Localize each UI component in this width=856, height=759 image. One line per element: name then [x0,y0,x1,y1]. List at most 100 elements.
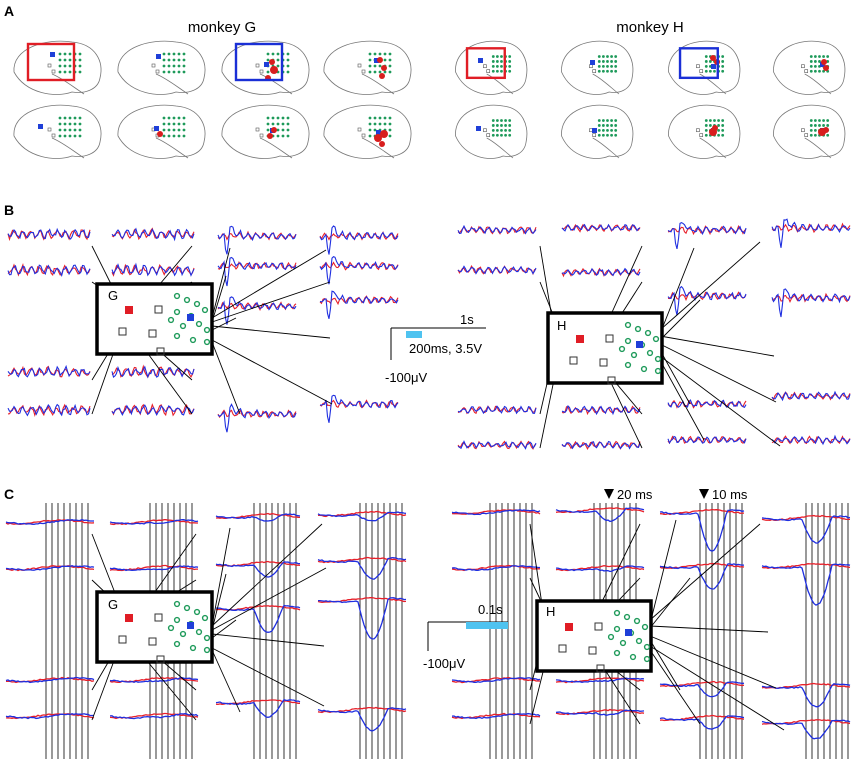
trace-blue [5,518,94,525]
electrode-dot [68,52,72,56]
electrode-dot [606,133,609,137]
response-dot-red [374,134,382,142]
electrode-dot [63,52,67,56]
electrode-dot [378,122,382,126]
scale-bar-b: 1s 200ms, 3.5V -100μV [385,312,486,385]
electrode-dot [281,128,285,132]
reference-square [594,622,603,631]
electrode-dot [177,52,181,56]
electrode-dot [601,64,605,68]
response-dot-red [269,59,275,65]
electrode-dot [508,60,512,63]
panel-c-traces [5,503,851,759]
electrode-dot [500,60,503,63]
brain-map [668,104,741,159]
electrode-ring [173,308,181,316]
connector-line [659,355,781,447]
stim-electrode-blue [636,341,643,348]
electrode-dot [373,128,377,132]
electrode-dot [78,52,82,56]
trace-blue [556,565,645,573]
response-dot-red [710,55,716,61]
response-dot-red [157,131,163,137]
electrode-dot [508,119,512,122]
electrode-dot [704,55,708,58]
reference-square [801,64,805,69]
electrode-dot [500,55,503,58]
electrode-dot [614,128,618,132]
electrode-map-g-c [95,590,214,664]
electrode-dot [182,122,186,126]
connector-line [659,241,761,331]
stim-bar-b [406,331,422,338]
electrode-dot [721,119,725,122]
reference-square [483,128,487,133]
brain-sulcus [155,137,189,159]
electrode-dot [286,64,290,68]
electrode-dot [368,52,372,56]
stim-electrode-blue [625,629,632,636]
stim-electrode-blue [187,314,194,321]
response-dot-red [379,73,385,79]
electrode-dot [286,134,290,138]
brain-map [773,104,846,159]
electrode-dot [177,134,181,138]
reference-square [589,64,593,69]
electrode-dot [162,70,166,74]
electrode-ring [195,320,203,328]
electrode-dot [597,124,601,127]
brain-map [13,104,102,159]
electrode-dot [606,119,609,122]
electrode-ring [173,292,181,300]
reference-square [154,305,163,314]
electrode-dot [167,134,171,138]
electrode-dot [717,133,720,137]
response-dot-red [381,65,387,71]
stim-electrode-blue [478,58,483,63]
trace-blue [7,364,91,378]
connector-line [211,567,327,631]
trace-blue [659,563,744,590]
electrode-dot [388,58,392,62]
map-label-g-b: G [108,288,118,303]
electrode-ring [189,336,197,344]
connector-line [211,523,323,627]
trace-blue [318,597,407,640]
brain-sulcus [804,137,832,159]
stim-electrode-blue [476,126,481,131]
electrode-dot [271,116,275,120]
electrode-ring [624,361,632,369]
trace-blue [457,440,537,450]
monkey-g-title: monkey G [188,19,256,36]
stim-electrode-blue [50,52,55,57]
connector-line [211,619,237,639]
electrode-ring [167,624,175,632]
electrode-dot [378,70,382,74]
trace-blue [451,712,541,720]
response-dot-red [377,57,383,63]
electrode-dot [708,69,712,73]
electrode-dot [708,60,712,63]
reference-square [155,69,160,74]
electrode-dot [809,60,813,63]
stim-electrode-blue [590,60,595,65]
electrode-dot [73,128,77,132]
electrode-dot [58,70,62,74]
electrode-dot [373,116,377,120]
electrode-dot [495,64,499,68]
electrode-dot [266,122,270,126]
electrode-dot [78,58,82,62]
electrode-ring [613,625,621,633]
scale-bar-c: 0.1s -100μV [423,602,508,671]
brain-outline [221,104,310,159]
electrode-dot [813,60,817,63]
trace-blue [319,225,399,255]
electrode-dot [606,128,609,132]
trace-blue [109,712,199,720]
electrode-dot [713,119,716,122]
electrode-dot [495,60,499,63]
scale-time-b: 1s [460,312,474,327]
reference-square [592,133,597,137]
connector-line [211,647,325,707]
response-dot-red [379,141,385,147]
